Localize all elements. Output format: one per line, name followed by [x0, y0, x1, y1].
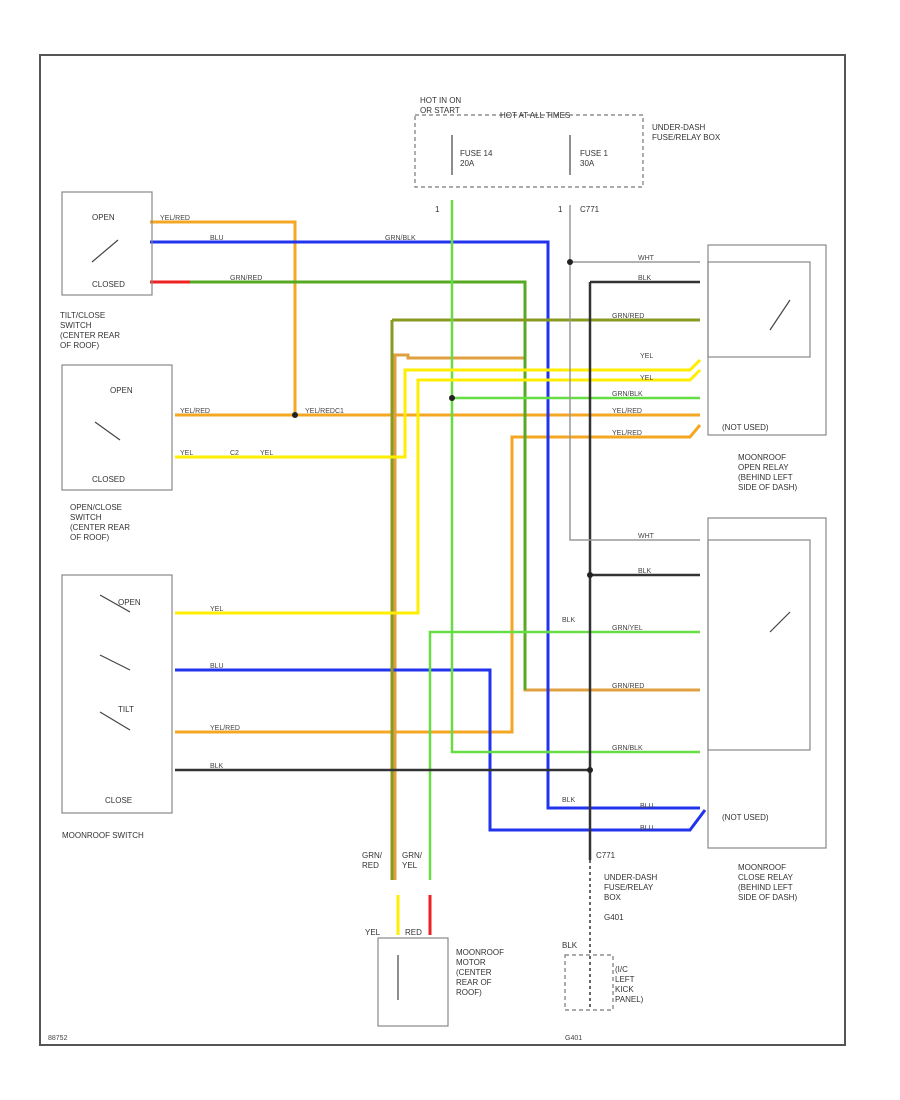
wire-blu-switch [175, 668, 707, 832]
label-grn-red-2: GRN/RED [612, 313, 644, 320]
moonroof-switch-name: MOONROOF SWITCH [62, 831, 144, 840]
moonroof-switch-contact [99, 654, 131, 671]
label-yel-2: YEL [260, 450, 273, 457]
openclose-closed-label: CLOSED [92, 475, 125, 484]
wire-yel-openclose [175, 358, 702, 459]
moonroof-switch-contact [99, 711, 131, 731]
fuse-relay-box [414, 114, 644, 188]
fuse-pin-left: 1 [435, 205, 440, 214]
tilt-open-label: OPEN [92, 213, 115, 222]
label-grn-yel: GRN/YEL [612, 625, 643, 632]
junction-dot [587, 572, 593, 578]
open-relay-contact [769, 299, 791, 331]
moonroof-switch-close-label: CLOSE [105, 796, 132, 805]
close-relay-contact [769, 611, 791, 633]
label-yel-4: YEL [640, 353, 653, 360]
footer-left: 88752 [48, 1035, 68, 1042]
label-blk-4: BLK [562, 617, 576, 624]
open-relay-not-used: (NOT USED) [722, 423, 769, 432]
junction-dot [292, 412, 298, 418]
moonroof-switch-tilt-label: TILT [118, 705, 134, 714]
moonroof-switch-open-label: OPEN [118, 598, 141, 607]
wire-blu-tilt [150, 240, 700, 810]
close-relay-box [707, 517, 827, 849]
diagram-frame [39, 54, 846, 1046]
label-yel: YEL [180, 450, 193, 457]
label-yel-red-5: YEL/RED [612, 408, 642, 415]
ground-g401: G401 [604, 913, 624, 922]
label-grn-red: GRN/RED [230, 275, 262, 282]
junction-dot [567, 259, 573, 265]
label-grn-blk-2: GRN/BLK [612, 391, 643, 398]
ground-conn: C771 [596, 851, 616, 860]
label-blu-4: BLU [640, 825, 654, 832]
label-wht-2: WHT [638, 533, 655, 540]
motor-lead1-label: YEL [365, 928, 381, 937]
motor-wire2-label: GRN/YEL [402, 851, 423, 870]
label-yel-5: YEL [640, 375, 653, 382]
wire-wht-close [569, 205, 700, 541]
label-blk: BLK [210, 763, 224, 770]
open-relay-box [707, 244, 827, 436]
label-blk-5: BLK [562, 797, 576, 804]
fuse-pin-right: 1 [558, 205, 563, 214]
wire-grn-blk-fuse [450, 200, 700, 754]
tilt-close-switch-box [61, 191, 153, 296]
label-grn-blk: GRN/BLK [385, 235, 416, 242]
wire-yel-red-switch [175, 424, 702, 734]
open-close-switch-box [61, 364, 173, 491]
label-yel-red-2: YEL/RED [180, 408, 210, 415]
label-blk-2: BLK [638, 275, 652, 282]
fuse-conn: C771 [580, 205, 600, 214]
label-blu: BLU [210, 235, 224, 242]
moonroof-switch-contact [99, 594, 131, 613]
junction-dot [449, 395, 455, 401]
wire-yel-switch [175, 368, 702, 615]
label-c2: C2 [230, 450, 239, 457]
moonroof-switch-box [61, 574, 173, 814]
wire-grn-red-tilt [190, 280, 527, 690]
label-grn-blk-3: GRN/BLK [612, 745, 643, 752]
label-yel-red-3: YEL/RED [305, 408, 335, 415]
label-blu-3: BLU [640, 803, 654, 810]
ground-wire: BLK [562, 941, 578, 950]
motor-lead2-label: RED [405, 928, 422, 937]
label-yel-red-6: YEL/RED [612, 430, 642, 437]
tilt-closed-label: CLOSED [92, 280, 125, 289]
motor-wire1-label: GRN/RED [362, 851, 383, 870]
label-blk-3: BLK [638, 568, 652, 575]
label-grn-red-3: GRN/RED [612, 683, 644, 690]
label-wht: WHT [638, 255, 655, 262]
footer-mid: G401 [565, 1035, 582, 1042]
hot-at-all-text: HOT AT ALL TIMES [500, 111, 570, 120]
label-c1: C1 [335, 408, 344, 415]
openclose-open-label: OPEN [110, 386, 133, 395]
ground-box-outline [564, 954, 614, 1011]
label-blu-2: BLU [210, 663, 224, 670]
wire-yel-red-tilt [150, 220, 297, 415]
tilt-switch-contact [91, 239, 119, 263]
close-relay-not-used: (NOT USED) [722, 813, 769, 822]
wire-grn-yel-close [428, 630, 700, 880]
label-yel-red-4: YEL/RED [210, 725, 240, 732]
label-yel-3: YEL [210, 606, 223, 613]
openclose-switch-contact [94, 421, 121, 441]
moonroof-motor-box [377, 937, 449, 1027]
junction-dot [587, 767, 593, 773]
open-relay-inner [707, 261, 811, 358]
label-yel-red: YEL/RED [160, 215, 190, 222]
close-relay-inner [707, 539, 811, 751]
